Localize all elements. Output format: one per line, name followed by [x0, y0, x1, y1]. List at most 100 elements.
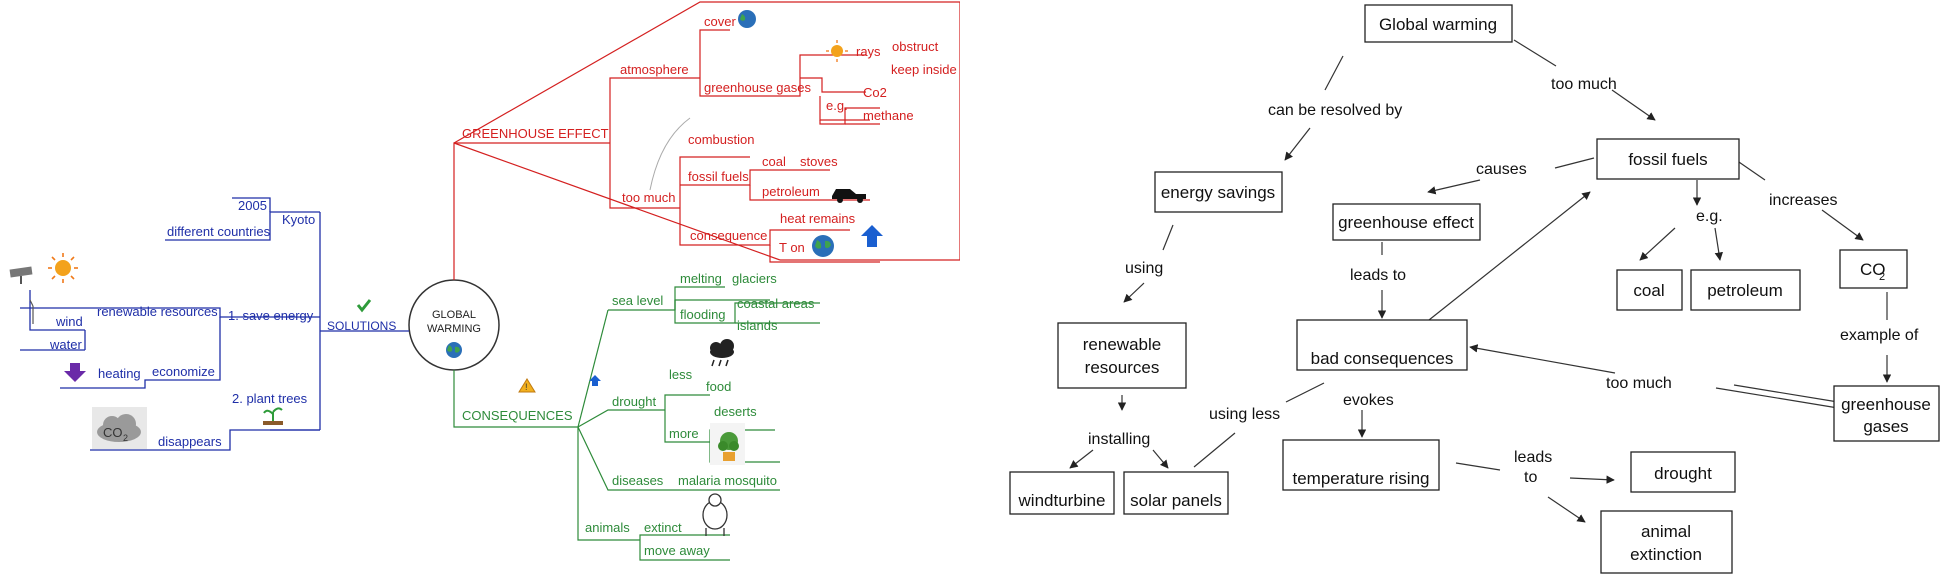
- node-animal-extinction-1: animal: [1641, 522, 1691, 541]
- gases-label: greenhouse gases: [704, 80, 811, 95]
- node-renewable-resources: renewable resources: [1057, 322, 1187, 389]
- node-renewable-1: renewable: [1083, 335, 1161, 354]
- concept-edges: [1069, 39, 1892, 523]
- check-icon: [356, 299, 372, 313]
- node-animal-extinction: animal extinction: [1600, 510, 1733, 574]
- greenhouse-label: GREENHOUSE EFFECT: [462, 126, 609, 141]
- kyoto-label: Kyoto: [282, 212, 315, 227]
- node-greenhouse-gases-1: greenhouse: [1841, 395, 1931, 414]
- petroleum-label: petroleum: [762, 184, 820, 199]
- up-arrow-icon: [589, 375, 601, 386]
- node-co2-sub: 2: [1879, 271, 1885, 283]
- node-windturbine-text: windturbine: [1018, 491, 1106, 510]
- node-renewable-2: resources: [1085, 358, 1160, 377]
- solutions-branch: [20, 197, 409, 451]
- center-label-1: GLOBAL: [432, 309, 476, 321]
- link-too-much-right: too much: [1606, 375, 1672, 392]
- sun-icon: [826, 40, 848, 62]
- methane-label: methane: [863, 108, 914, 123]
- fossil-fuels-label: fossil fuels: [688, 169, 749, 184]
- co2-badge-sub: 2: [123, 433, 128, 443]
- globe-icon: [738, 10, 756, 28]
- mind-map: GLOBAL WARMING SOLUTIONS Kyoto 2005 diff…: [9, 1, 960, 561]
- rays-label: rays: [856, 44, 881, 59]
- node-fossil-fuels: fossil fuels: [1596, 138, 1740, 180]
- move-away-label: move away: [644, 543, 710, 558]
- co2-label: Co2: [863, 85, 887, 100]
- node-energy-savings-text: energy savings: [1161, 183, 1275, 202]
- node-animal-extinction-2: extinction: [1630, 545, 1702, 564]
- gh-connector: [649, 117, 691, 191]
- node-energy-savings: energy savings: [1154, 171, 1283, 213]
- extinct-label: extinct: [644, 520, 682, 535]
- consequences-label: CONSEQUENCES: [462, 408, 573, 423]
- keep-inside-label: keep inside: [891, 62, 957, 77]
- svg-text:!: !: [525, 382, 528, 392]
- center-label-2: WARMING: [427, 323, 481, 335]
- year-label: 2005: [238, 198, 267, 213]
- node-solar-panels-text: solar panels: [1130, 491, 1222, 510]
- islands-label: islands: [737, 318, 778, 333]
- sun-icon: [48, 253, 78, 283]
- heat-remains-label: heat remains: [780, 211, 856, 226]
- link-increases: increases: [1769, 192, 1837, 209]
- node-greenhouse-gases: greenhouse gases: [1833, 385, 1940, 442]
- node-greenhouse-effect-text: greenhouse effect: [1338, 213, 1474, 232]
- cactus-icon: [710, 423, 745, 465]
- node-co2-text: CO: [1860, 260, 1886, 279]
- coal-label: coal: [762, 154, 786, 169]
- node-temperature-rising-text: temperature rising: [1292, 469, 1429, 488]
- node-global-warming-text: Global warming: [1379, 15, 1497, 34]
- node-bad-consequences-text: bad consequences: [1311, 349, 1454, 368]
- up-arrow-icon: [861, 225, 883, 247]
- node-temperature-rising: temperature rising: [1282, 439, 1440, 491]
- node-greenhouse-effect: greenhouse effect: [1332, 203, 1481, 241]
- coastal-label: coastal areas: [737, 296, 815, 311]
- animals-label: animals: [585, 520, 630, 535]
- car-icon: [832, 189, 866, 203]
- heating-label: heating: [98, 366, 141, 381]
- water-label: water: [49, 337, 82, 352]
- co2-badge-main: CO: [103, 425, 123, 440]
- sea-level-label: sea level: [612, 293, 663, 308]
- node-bad-consequences: bad consequences: [1296, 319, 1468, 371]
- more-label: more: [669, 426, 699, 441]
- node-coal: coal: [1616, 269, 1683, 311]
- countries-label: different countries: [167, 224, 271, 239]
- link-leads-to-top: leads to: [1350, 267, 1406, 284]
- wind-label: wind: [55, 314, 83, 329]
- node-co2: CO 2: [1839, 249, 1908, 289]
- link-example-of: example of: [1840, 327, 1919, 344]
- link-causes: causes: [1476, 161, 1527, 178]
- glaciers-label: glaciers: [732, 271, 777, 286]
- drought-label: drought: [612, 394, 656, 409]
- disappears-label: disappears: [158, 434, 222, 449]
- solutions-label: SOLUTIONS: [327, 319, 396, 333]
- melting-label: melting: [680, 271, 722, 286]
- atmosphere-label: atmosphere: [620, 62, 689, 77]
- warning-icon: !: [518, 378, 536, 393]
- node-global-warming: Global warming: [1364, 4, 1513, 43]
- too-much-label: too much: [622, 190, 675, 205]
- seedling-icon: [263, 407, 283, 425]
- rain-cloud-icon: [710, 339, 734, 367]
- diseases-label: diseases: [612, 473, 664, 488]
- plant-trees-label: 2. plant trees: [232, 391, 308, 406]
- node-greenhouse-gases-2: gases: [1863, 417, 1908, 436]
- link-can-be-resolved-by: can be resolved by: [1268, 102, 1402, 119]
- link-installing: installing: [1088, 431, 1150, 448]
- node-drought: drought: [1630, 451, 1736, 493]
- link-too-much-top: too much: [1551, 76, 1617, 93]
- node-drought-text: drought: [1654, 464, 1712, 483]
- link-to: to: [1524, 469, 1537, 486]
- economize-label: economize: [152, 364, 215, 379]
- flooding-label: flooding: [680, 307, 726, 322]
- solar-panel-icon: [9, 266, 33, 284]
- globe-icon: [812, 235, 834, 257]
- deserts-label: deserts: [714, 404, 757, 419]
- down-arrow-icon: [64, 363, 86, 382]
- renewable-label: renewable resources: [97, 304, 218, 319]
- node-coal-text: coal: [1633, 281, 1664, 300]
- link-using-less: using less: [1209, 406, 1280, 423]
